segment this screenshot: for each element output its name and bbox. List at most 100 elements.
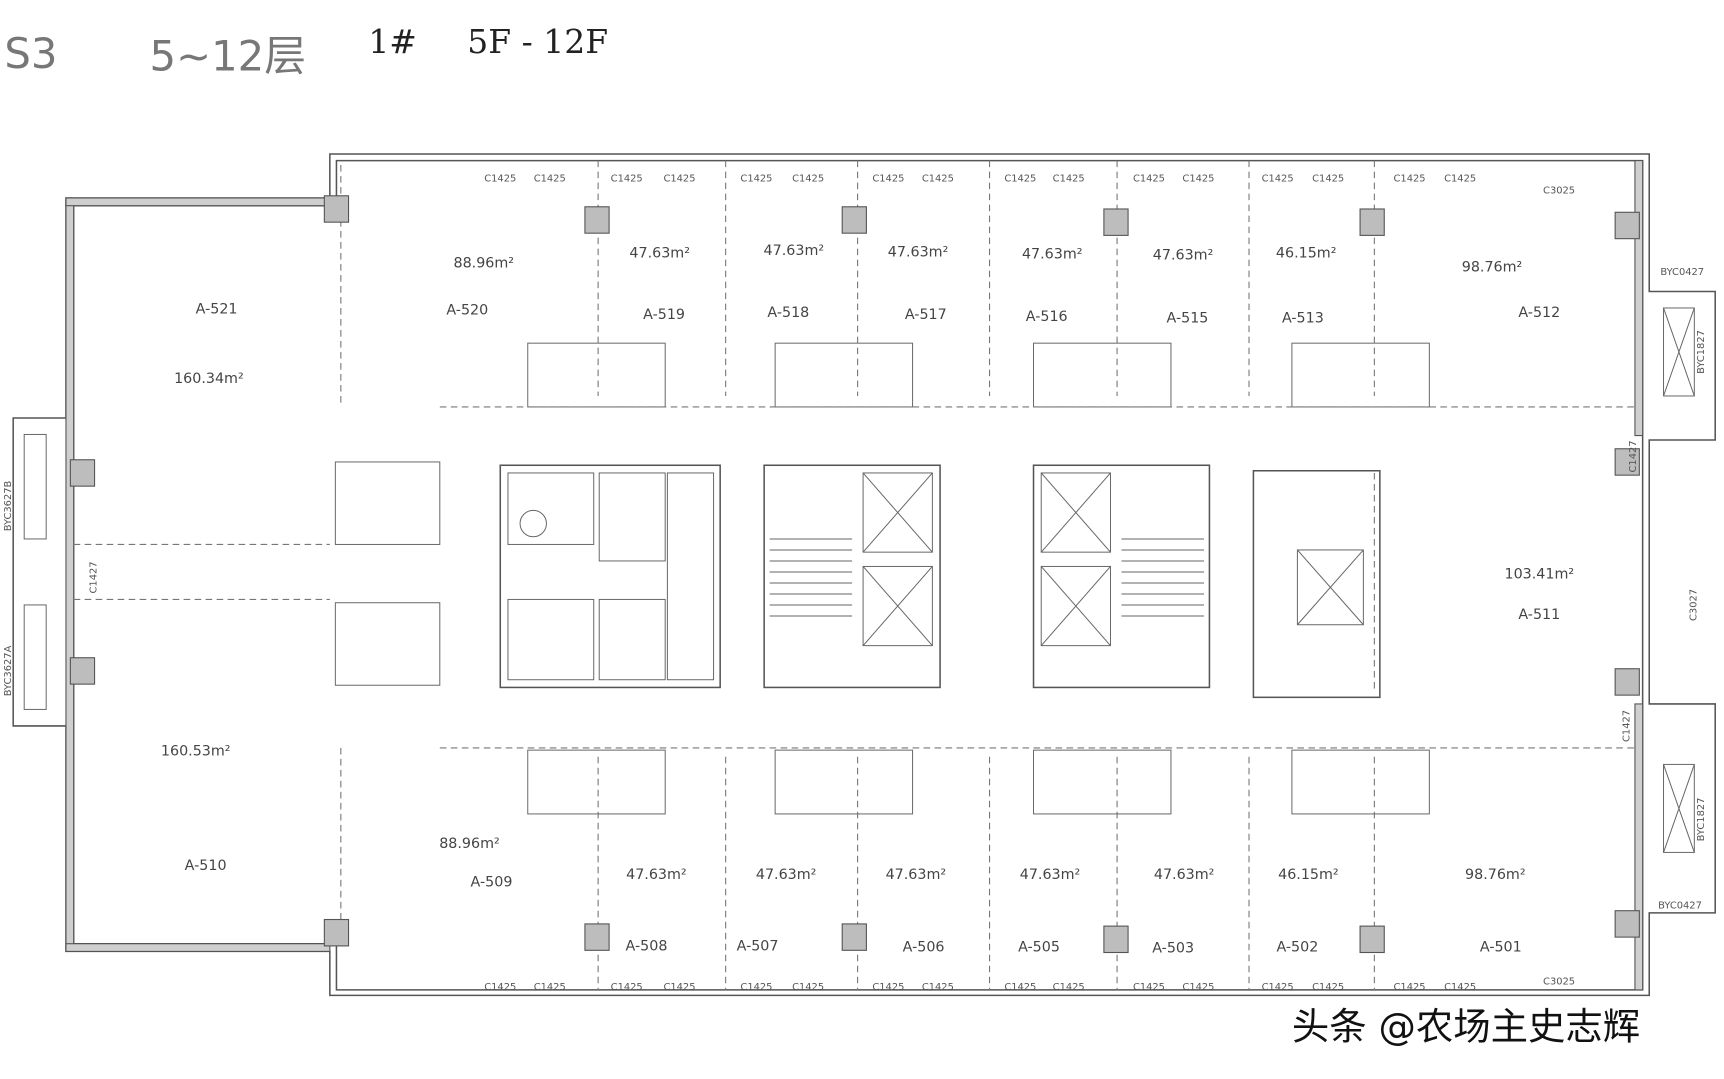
room-area: 47.63m²: [1020, 867, 1081, 883]
column: [69, 657, 96, 685]
room-area: 47.63m²: [1153, 248, 1214, 264]
unit-bathroom: [1291, 342, 1430, 408]
window-code: C3025: [1543, 976, 1575, 987]
column: [841, 923, 867, 951]
room-label: A-509: [471, 875, 513, 891]
window-code: C1425: [792, 982, 824, 993]
room-label: A-506: [903, 939, 945, 955]
column: [323, 918, 350, 947]
room-area: 88.96m²: [454, 255, 515, 271]
room-a-520: A-520 88.96m²: [446, 255, 514, 318]
room-area: 47.63m²: [629, 245, 690, 261]
column: [1103, 925, 1129, 954]
room-area: 47.63m²: [626, 867, 687, 883]
handwritten-building: 1#: [368, 22, 417, 61]
room-label: A-502: [1276, 939, 1318, 955]
vents: [23, 307, 1695, 853]
handwritten-floors: 5F - 12F: [467, 22, 608, 61]
window-code: C1425: [663, 173, 695, 184]
window-code: C1425: [1394, 982, 1426, 993]
room-label: A-515: [1167, 310, 1209, 326]
core-left-restrooms: [499, 464, 721, 689]
window-code: C1425: [1133, 173, 1165, 184]
room-label: A-512: [1518, 305, 1560, 321]
window-code: C1425: [1444, 173, 1476, 184]
room-a-503: A-503 47.63m²: [1152, 867, 1214, 957]
unit-bathroom: [527, 749, 666, 815]
window-code: C3027: [1689, 589, 1700, 621]
column: [1614, 448, 1640, 476]
column: [1614, 910, 1640, 938]
room-label: A-516: [1026, 309, 1068, 325]
room-area: 47.63m²: [886, 867, 947, 883]
structural-columns: [69, 195, 1640, 954]
room-area: 47.63m²: [756, 867, 817, 883]
column: [584, 923, 610, 951]
window-code: C1425: [1004, 173, 1036, 184]
window-code: BYC3627A: [3, 645, 14, 696]
building-outline: [12, 153, 1716, 997]
window-code: C1425: [1182, 173, 1214, 184]
column: [1359, 208, 1385, 236]
window-code: C1425: [534, 173, 566, 184]
room-label: A-521: [196, 301, 238, 317]
window-code: C1427: [1628, 440, 1639, 472]
unit-partitions: [340, 160, 1430, 990]
stair-left: [763, 464, 941, 689]
room-area: 160.34m²: [174, 371, 244, 387]
column: [584, 206, 610, 234]
room-label: A-518: [767, 305, 809, 321]
room-a-506: A-506 47.63m²: [886, 867, 947, 956]
corridor: [73, 406, 1635, 749]
floor-range: 5~12层: [150, 31, 306, 80]
column: [69, 459, 96, 487]
window-code: C1425: [534, 982, 566, 993]
room-label: A-513: [1282, 310, 1324, 326]
room-a-512: A-512 98.76m²: [1462, 260, 1560, 321]
window-labels: C1425C1425C1425C1425C1425C1425C1425C1425…: [3, 173, 1707, 992]
window-code: C1425: [740, 173, 772, 184]
room-label: A-519: [643, 307, 685, 323]
room-a-507: A-507 47.63m²: [737, 867, 817, 954]
room-area: 47.63m²: [1022, 246, 1083, 262]
room-area: 160.53m²: [161, 744, 231, 760]
stair-right: [1032, 464, 1211, 689]
column: [1614, 668, 1640, 696]
window-code: C1425: [1004, 982, 1036, 993]
room-area: 98.76m²: [1462, 260, 1523, 276]
window-code: C1425: [1133, 982, 1165, 993]
window-code: BYC0427: [1658, 901, 1702, 912]
window-code: BYC0427: [1660, 267, 1704, 278]
window-code: C1425: [484, 982, 516, 993]
window-code: C1425: [922, 982, 954, 993]
window-code: C1425: [1444, 982, 1476, 993]
room-label: A-508: [626, 938, 668, 954]
room-a-515: A-515 47.63m²: [1153, 248, 1214, 327]
window-code: C1425: [1312, 173, 1344, 184]
core-right: [1252, 469, 1381, 699]
unit-bathroom: [774, 749, 914, 815]
room-area: 47.63m²: [888, 244, 949, 260]
window-code: C1427: [89, 561, 100, 593]
window-code: C1425: [484, 173, 516, 184]
room-a-510: A-510 160.53m²: [161, 744, 231, 874]
room-area: 88.96m²: [439, 836, 500, 852]
room-area: 98.76m²: [1465, 867, 1526, 883]
room-label: A-505: [1018, 939, 1060, 955]
room-a-509: A-509 88.96m²: [439, 836, 512, 890]
room-label: A-507: [737, 938, 779, 954]
room-label: A-503: [1152, 941, 1194, 957]
room-area: 47.63m²: [1154, 867, 1215, 883]
room-label: A-520: [446, 303, 488, 319]
window-code: C1425: [611, 173, 643, 184]
window-code: C1425: [872, 173, 904, 184]
room-label: A-517: [905, 307, 947, 323]
room-label: A-510: [185, 858, 227, 874]
window-code: C1425: [611, 982, 643, 993]
room-labels: A-521160.34m²A-52088.96m²A-51947.63m²A-5…: [161, 243, 1574, 956]
